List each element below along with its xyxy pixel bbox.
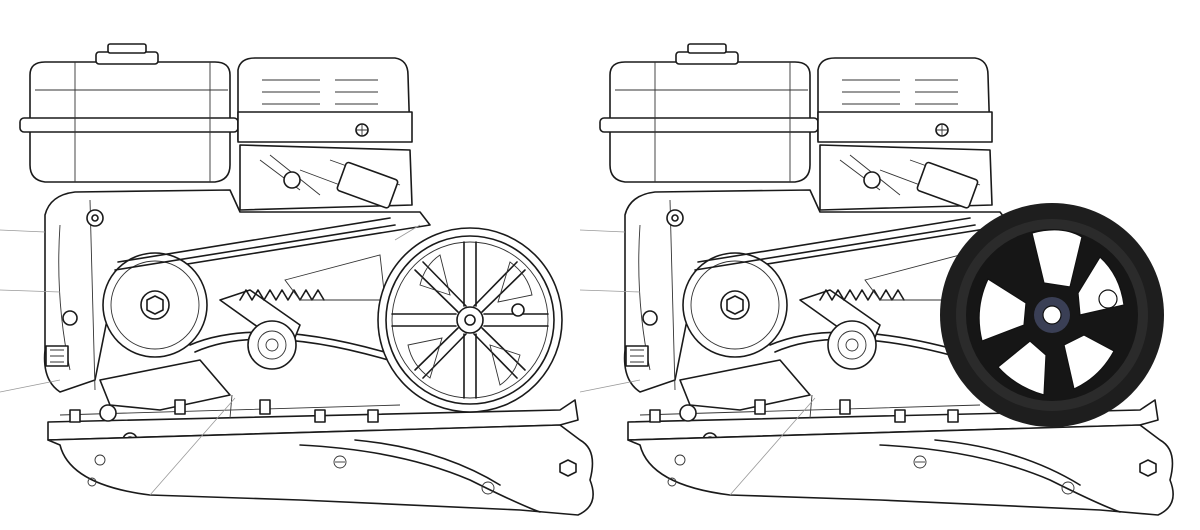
engine-line-drawing-with-wheel [580,43,1174,516]
transport-wheel-icon [377,227,563,413]
rubber-wheel-icon [939,202,1165,428]
engine-line-drawing [0,43,594,516]
panel-right-rubber-wheel [580,0,1180,530]
panel-left-outline-wheel [0,43,594,516]
